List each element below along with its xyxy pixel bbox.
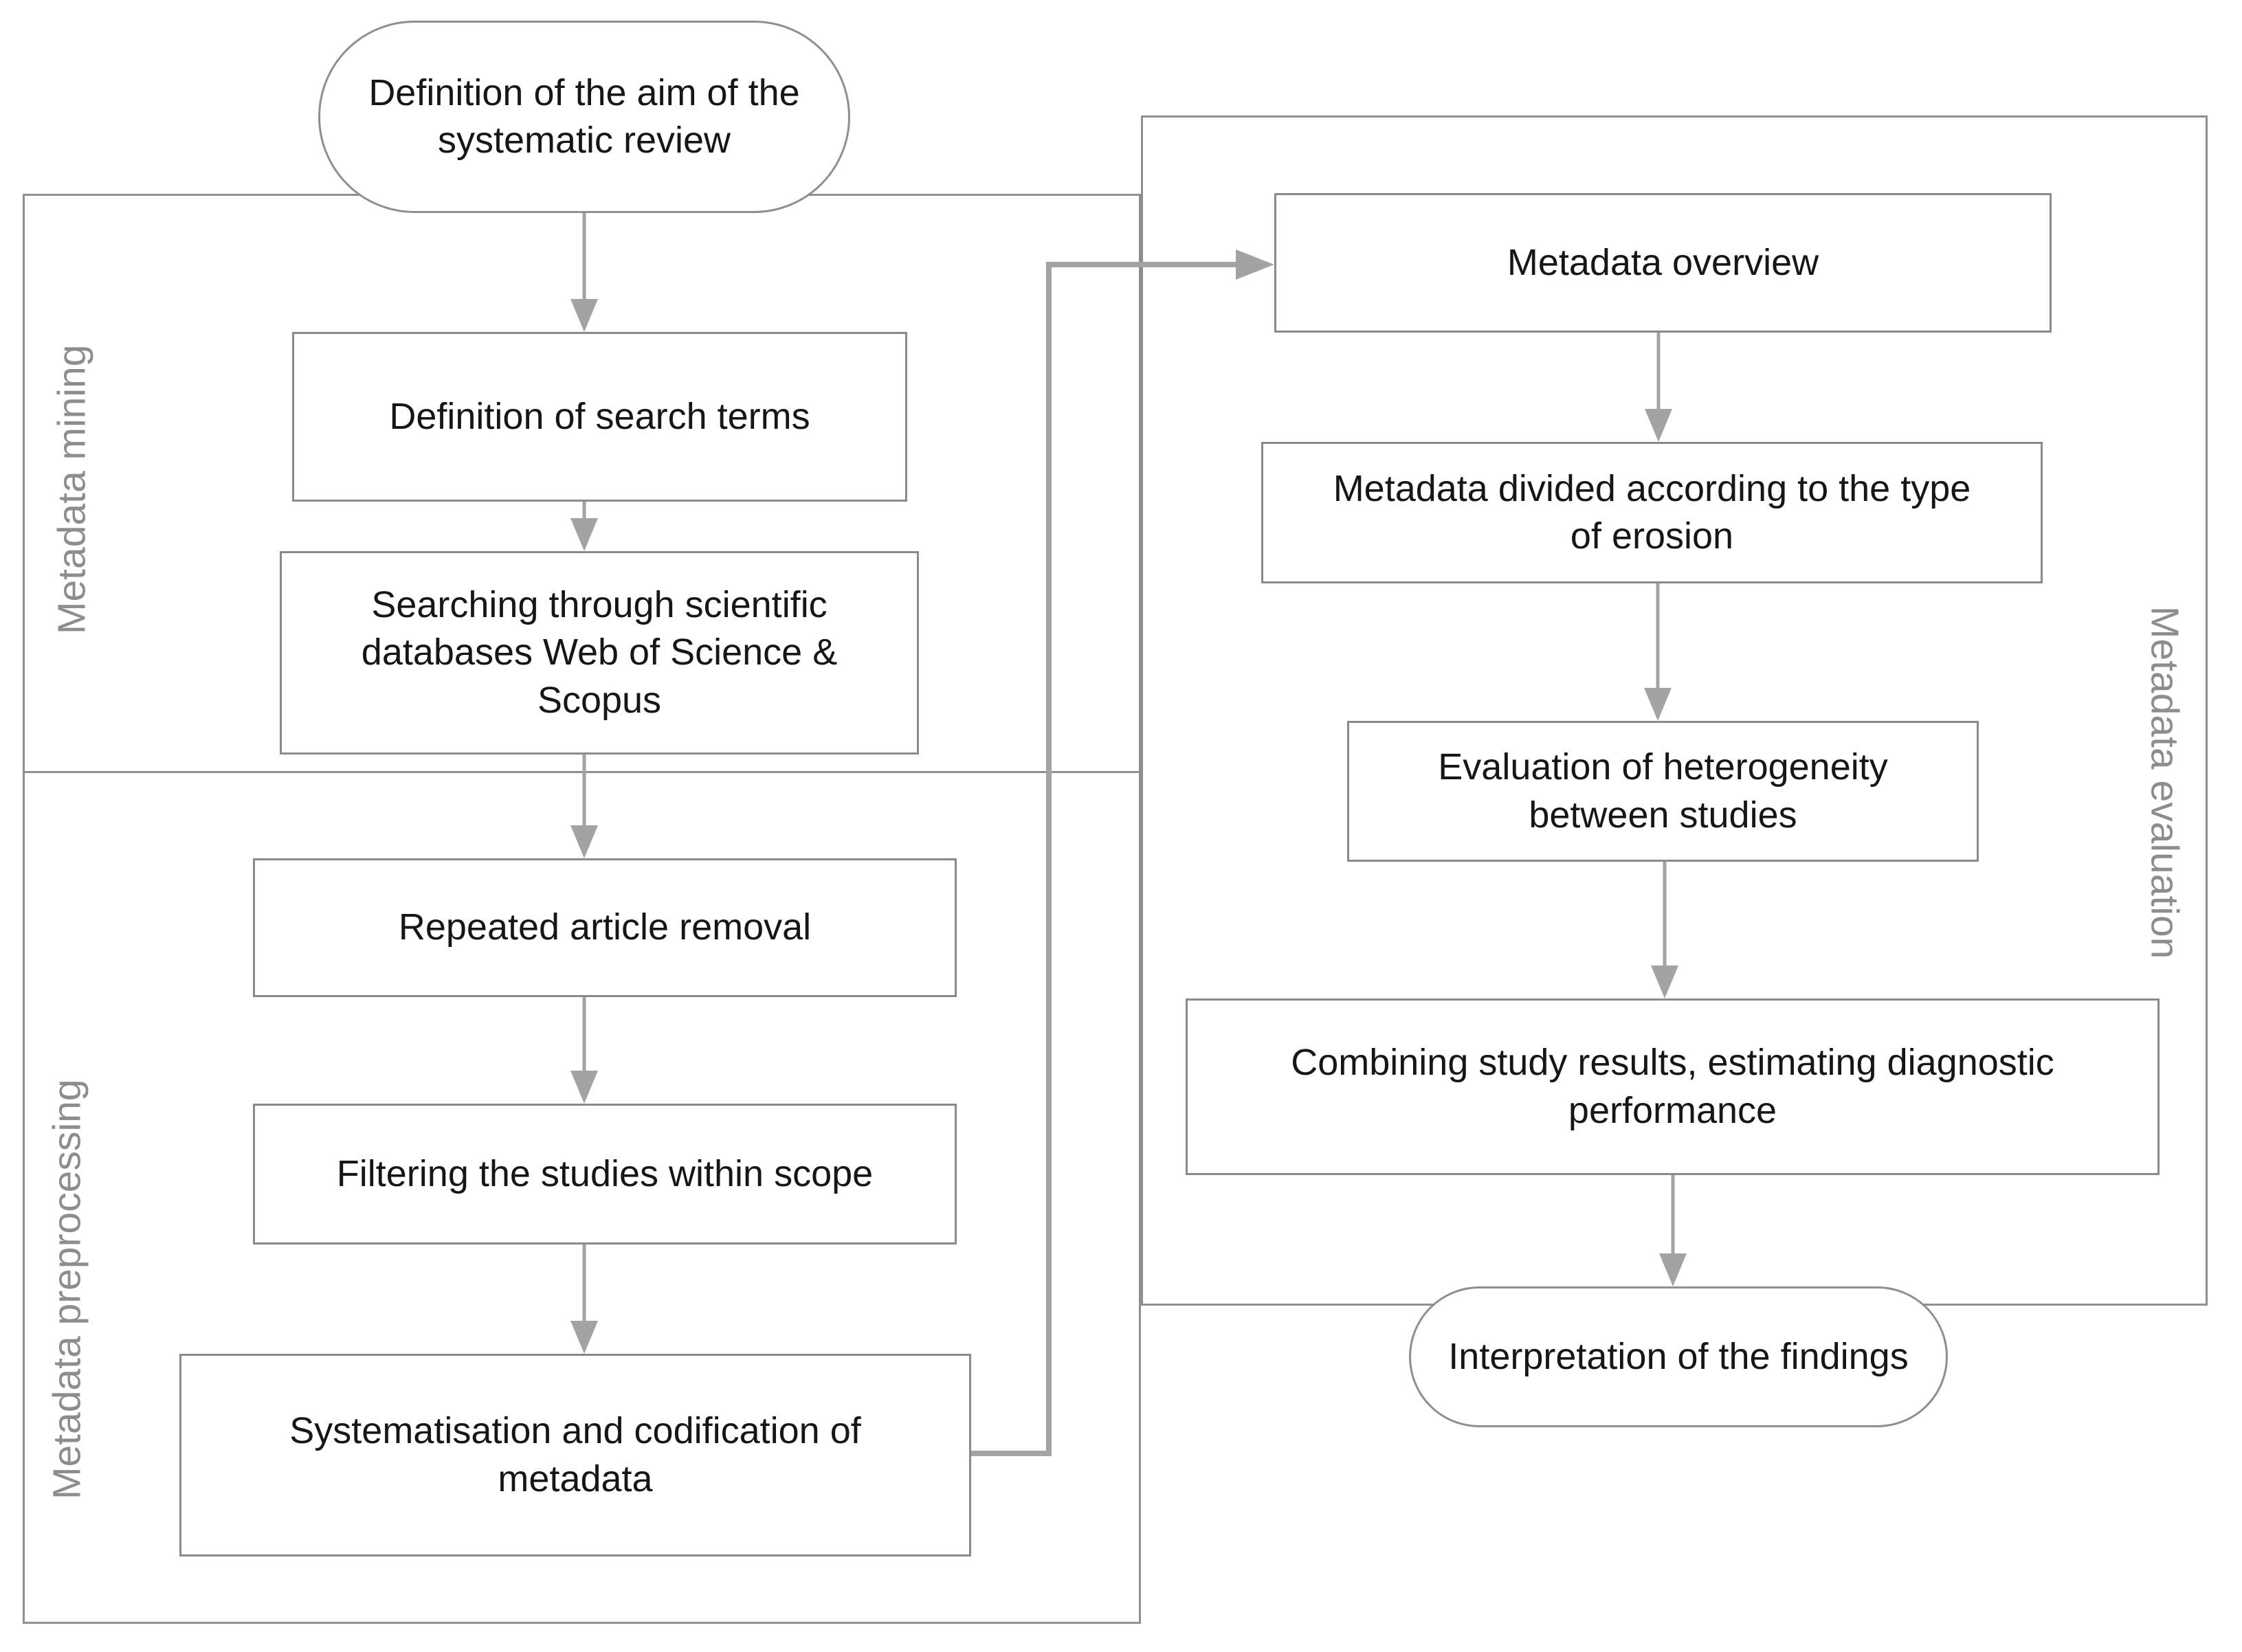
connector-heterogeneity-to-combining [1651, 862, 1678, 998]
connector-divided-to-heterogeneity [1644, 583, 1672, 721]
connector-filtering-to-systematisation [570, 1244, 598, 1354]
connector-aim-to-search-terms [570, 213, 598, 332]
connector-combining-to-interpretation [1659, 1175, 1687, 1286]
node-systematisation-codification: Systematisation and codification of meta… [179, 1354, 971, 1556]
node-searching-databases: Searching through scientific databases W… [280, 551, 919, 755]
group-label-metadata-evaluation: Metadata evaluation [2142, 606, 2187, 959]
group-metadata-preprocessing [23, 771, 1141, 1624]
node-definition-of-aim: Definition of the aim of the systematic … [318, 21, 850, 213]
node-repeated-article-removal: Repeated article removal [253, 858, 957, 997]
connector-systematisation-to-overview [971, 249, 1274, 1456]
node-filtering-studies: Filtering the studies within scope [253, 1104, 957, 1244]
connector-repeated-to-filtering [570, 997, 598, 1104]
connector-search-terms-to-databases [570, 502, 598, 551]
node-metadata-divided-by-erosion-type: Metadata divided according to the type o… [1261, 442, 2043, 583]
node-combining-study-results: Combining study results, estimating diag… [1186, 998, 2160, 1175]
node-metadata-overview: Metadata overview [1274, 193, 2052, 333]
connector-databases-to-repeated [570, 755, 598, 858]
node-definition-of-search-terms: Definition of search terms [292, 332, 907, 502]
connector-overview-to-divided [1645, 333, 1672, 442]
node-evaluation-heterogeneity: Evaluation of heterogeneity between stud… [1347, 721, 1979, 862]
node-interpretation-of-findings: Interpretation of the findings [1409, 1286, 1948, 1427]
